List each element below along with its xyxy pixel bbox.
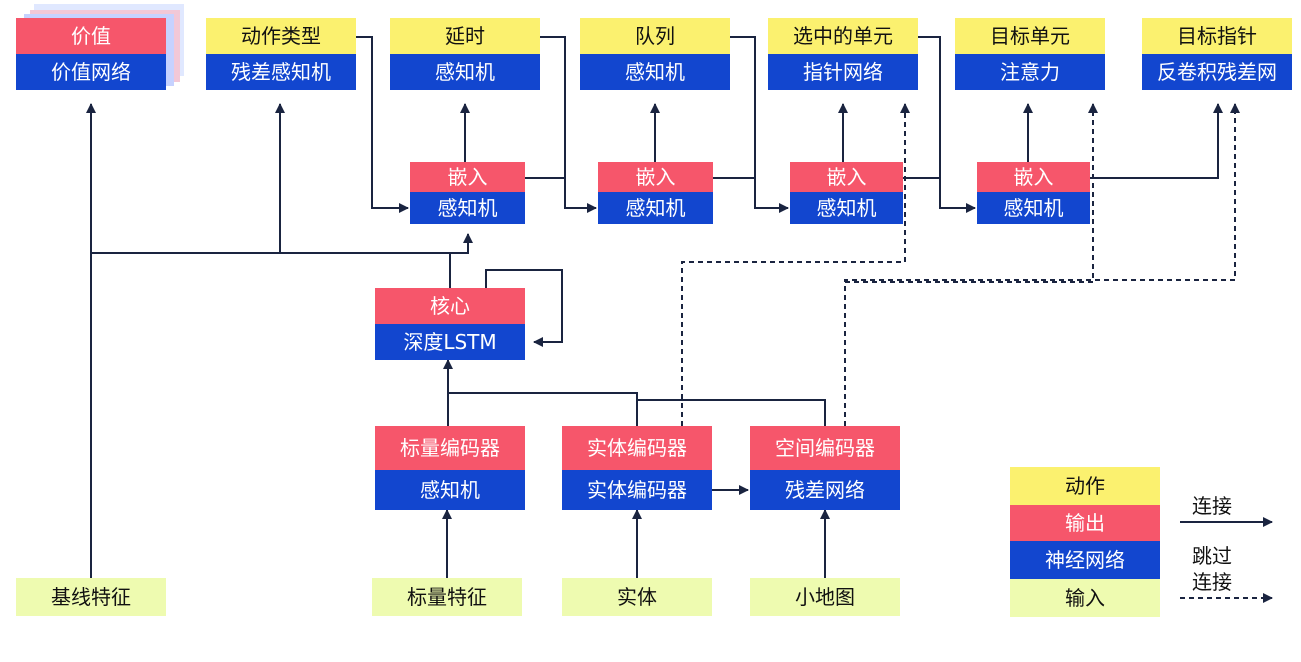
entity-encoder-output: 实体编码器 <box>562 426 712 470</box>
entity-encoder-node: 实体编码器 实体编码器 <box>562 426 712 510</box>
baseline-input: 基线特征 <box>16 578 166 616</box>
embed-node-4: 嵌入 感知机 <box>977 162 1090 224</box>
target-pointer-action: 目标指针 <box>1142 18 1292 54</box>
value-network: 价值网络 <box>16 54 166 90</box>
edge-queue-to-embed-3 <box>730 36 789 213</box>
spatial-encoder-node: 空间编码器 残差网络 <box>750 426 900 510</box>
core-node: 核心 深度LSTM <box>375 288 525 360</box>
edge-core-recurrent-loop <box>485 269 563 347</box>
selected-units-network: 指针网络 <box>768 54 918 90</box>
delay-action: 延时 <box>390 18 540 54</box>
edge-action-type-to-embed-1 <box>355 36 409 213</box>
spatial-encoder-network: 残差网络 <box>750 470 900 510</box>
selected-units-action: 选中的单元 <box>768 18 918 54</box>
selected-units-node: 选中的单元 指针网络 <box>768 18 918 90</box>
core-network: 深度LSTM <box>375 324 525 360</box>
legend-skip-label-2: 连接 <box>1192 570 1232 594</box>
baseline-input-node: 基线特征 <box>16 578 166 616</box>
edge-delay-to-embed-2 <box>540 36 597 213</box>
core-output: 核心 <box>375 288 525 324</box>
embed-3-output: 嵌入 <box>790 162 903 192</box>
embed-4-output: 嵌入 <box>977 162 1090 192</box>
skip-spatial-encoder-to-target-unit <box>844 103 1098 426</box>
delay-network: 感知机 <box>390 54 540 90</box>
embed-1-network: 感知机 <box>410 192 525 224</box>
embed-node-3: 嵌入 感知机 <box>790 162 903 224</box>
target-unit-network: 注意力 <box>955 54 1105 90</box>
action-type-node: 动作类型 残差感知机 <box>206 18 356 90</box>
embed-node-1: 嵌入 感知机 <box>410 162 525 224</box>
action-type-network: 残差感知机 <box>206 54 356 90</box>
scalar-input: 标量特征 <box>372 578 522 616</box>
edge-core-to-embed-1 <box>450 233 473 254</box>
skip-entity-encoder-to-selected-units <box>681 103 910 426</box>
queue-action: 队列 <box>580 18 730 54</box>
embed-2-network: 感知机 <box>598 192 713 224</box>
edge-selected-units-to-embed-4 <box>918 36 976 213</box>
edge-entity-encoder-to-core <box>448 392 638 426</box>
edge-embed-4-to-target-pointer <box>1090 103 1223 179</box>
value-output: 价值 <box>16 18 166 54</box>
delay-node: 延时 感知机 <box>390 18 540 90</box>
legend-input: 输入 <box>1010 579 1160 617</box>
legend-network: 神经网络 <box>1010 541 1160 579</box>
minimap-input-node: 小地图 <box>750 578 900 616</box>
embed-1-output: 嵌入 <box>410 162 525 192</box>
queue-node: 队列 感知机 <box>580 18 730 90</box>
target-pointer-network: 反卷积残差网 <box>1142 54 1292 90</box>
action-type-action: 动作类型 <box>206 18 356 54</box>
scalar-encoder-output: 标量编码器 <box>375 426 525 470</box>
legend-swatches: 动作 输出 神经网络 输入 <box>1010 467 1160 617</box>
embed-node-2: 嵌入 感知机 <box>598 162 713 224</box>
embed-2-output: 嵌入 <box>598 162 713 192</box>
target-unit-action: 目标单元 <box>955 18 1105 54</box>
edge-core-to-value <box>91 252 451 288</box>
queue-network: 感知机 <box>580 54 730 90</box>
embed-4-network: 感知机 <box>977 192 1090 224</box>
entity-input: 实体 <box>562 578 712 616</box>
spatial-encoder-output: 空间编码器 <box>750 426 900 470</box>
legend-connect-label: 连接 <box>1192 494 1232 518</box>
target-unit-node: 目标单元 注意力 <box>955 18 1105 90</box>
legend-output: 输出 <box>1010 505 1160 541</box>
legend-action: 动作 <box>1010 467 1160 505</box>
entity-encoder-network: 实体编码器 <box>562 470 712 510</box>
value-node: 价值 价值网络 <box>16 18 166 90</box>
target-pointer-node: 目标指针 反卷积残差网 <box>1142 18 1292 90</box>
skip-spatial-encoder-to-target-pointer <box>844 103 1240 300</box>
edge-spatial-encoder-to-core <box>636 393 826 426</box>
scalar-input-node: 标量特征 <box>372 578 522 616</box>
embed-3-network: 感知机 <box>790 192 903 224</box>
scalar-encoder-network: 感知机 <box>375 470 525 510</box>
minimap-input: 小地图 <box>750 578 900 616</box>
scalar-encoder-node: 标量编码器 感知机 <box>375 426 525 510</box>
entity-input-node: 实体 <box>562 578 712 616</box>
legend-skip-label-1: 跳过 <box>1192 544 1232 568</box>
